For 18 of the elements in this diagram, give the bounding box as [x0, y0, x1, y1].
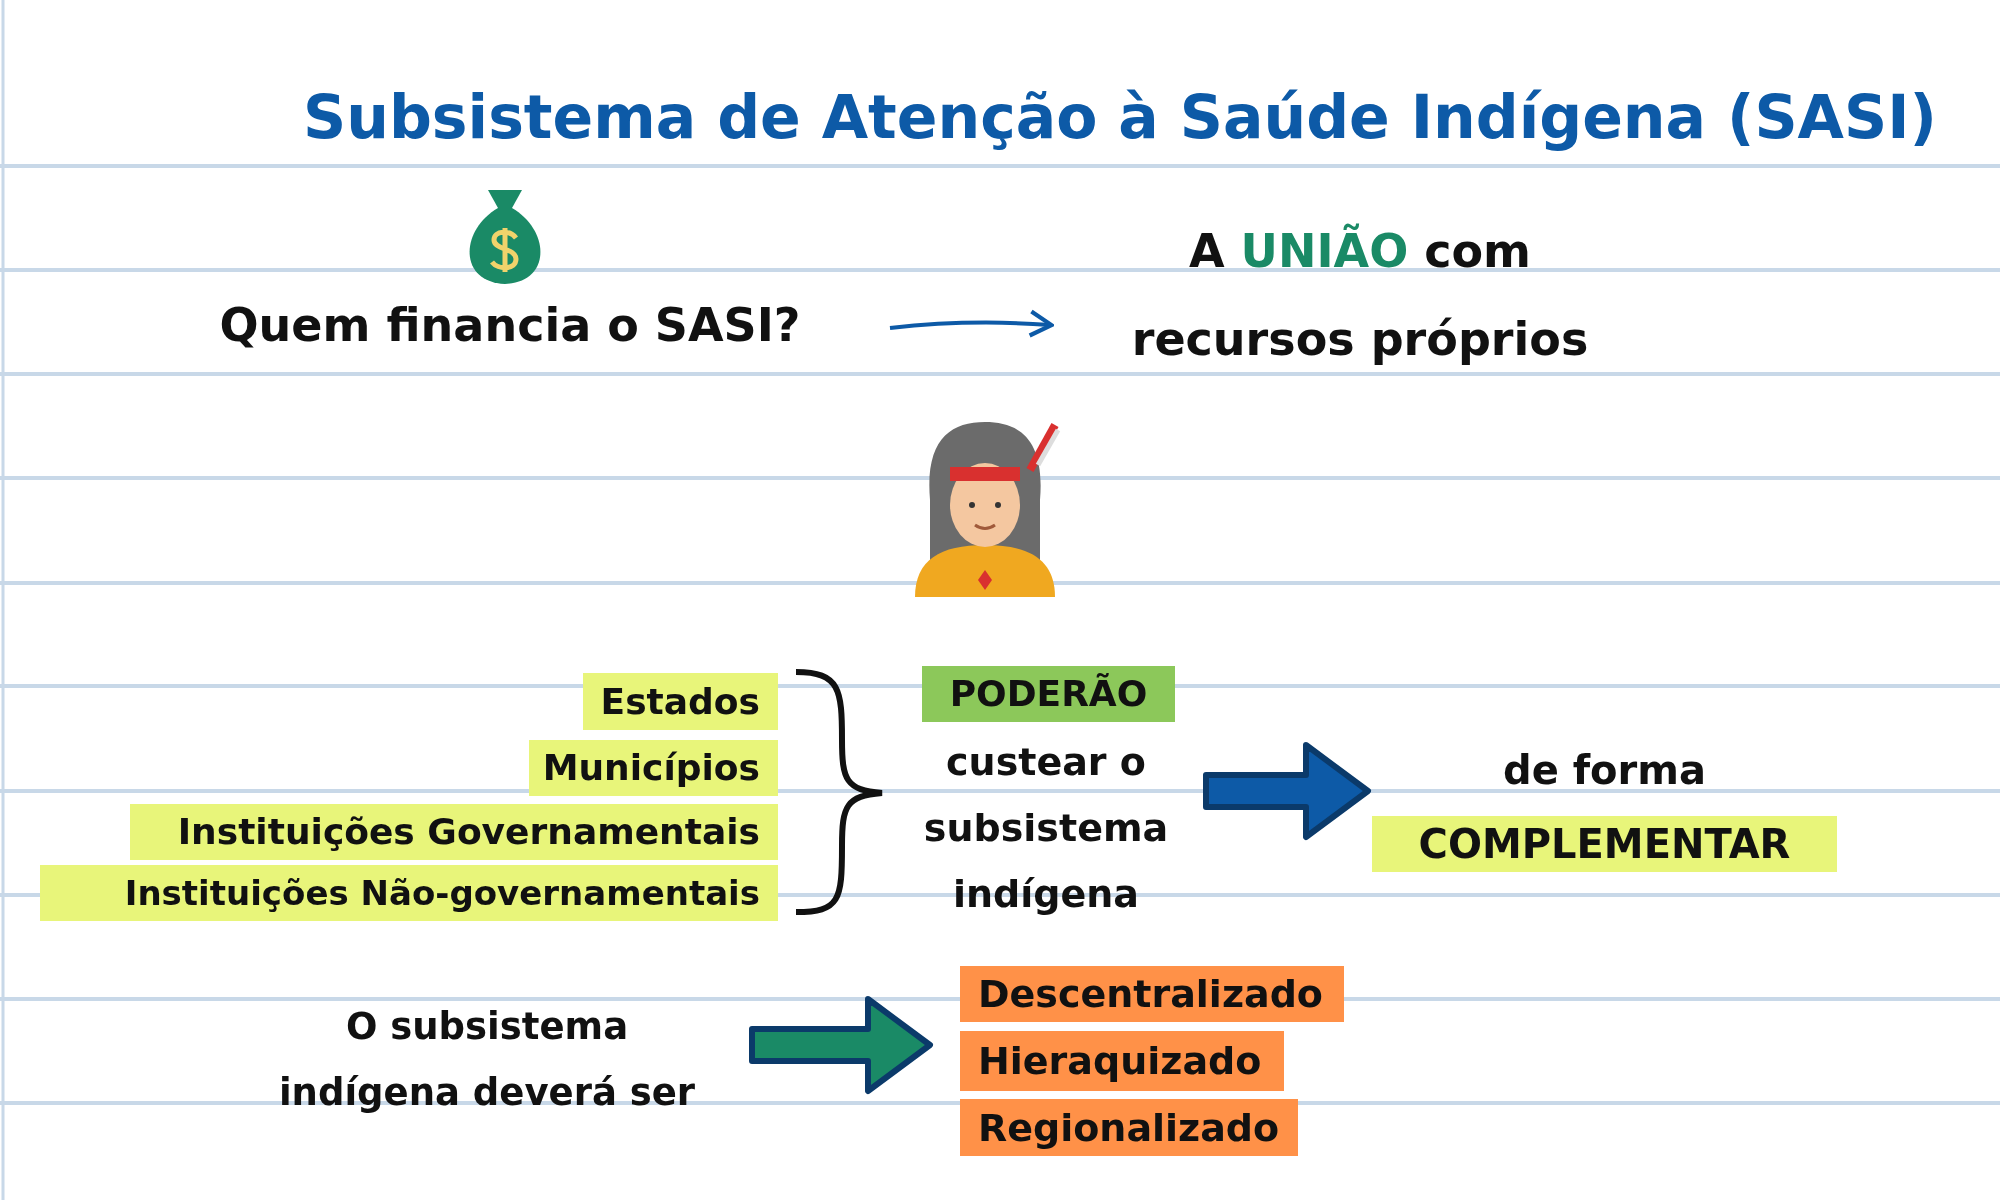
arrow: [889, 309, 1054, 338]
block-arrow: [1203, 742, 1371, 840]
highlighted-label: COMPLEMENTAR: [1372, 816, 1837, 872]
highlighted-label: PODERÃO: [922, 666, 1175, 722]
text-label: A UNIÃO com recursos próprios: [1080, 210, 1640, 380]
text-label: custear o subsistema indígena: [890, 728, 1202, 928]
highlighted-label: Descentralizado: [960, 966, 1344, 1022]
title: Subsistema de Atenção à Saúde Indígena (SASI): [302, 82, 1938, 152]
text-label: Quem financia o SASI?: [160, 290, 860, 360]
text-label: O subsistema indígena deverá ser: [252, 995, 722, 1125]
highlighted-label: Estados: [583, 673, 778, 730]
highlighted-label: Instituições Não-governamentais: [40, 865, 778, 921]
highlighted-label: Hieraquizado: [960, 1031, 1284, 1091]
highlighted-label: Instituições Governamentais: [130, 804, 778, 860]
text-label: de forma: [1372, 740, 1837, 800]
highlighted-label: Municípios: [529, 740, 778, 796]
block-arrow: [749, 996, 933, 1094]
highlighted-label: Regionalizado: [960, 1099, 1298, 1156]
